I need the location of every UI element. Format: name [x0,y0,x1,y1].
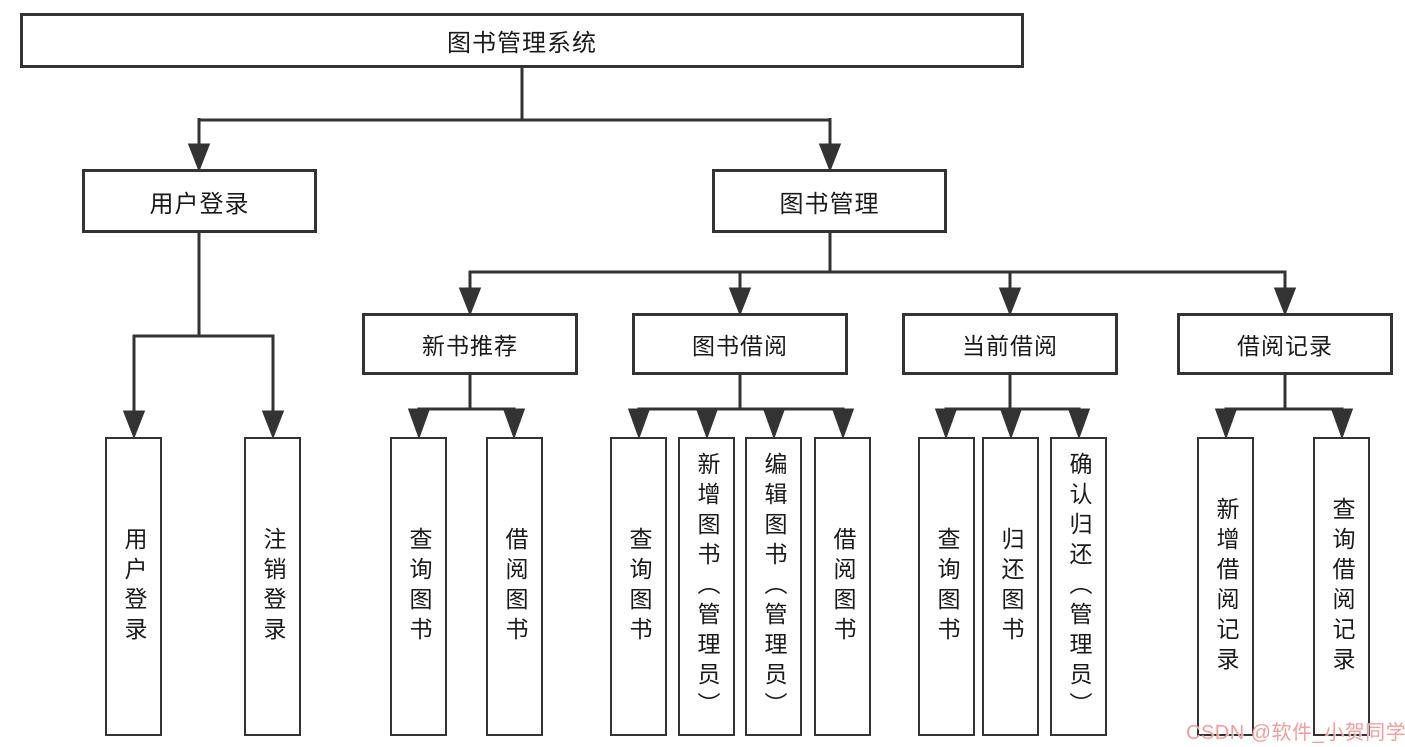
node-book-borrow: 图书借阅 [632,313,848,375]
leaf-logout: 注销登录 [244,437,301,736]
node-label: 新书推荐 [422,333,518,359]
arrow-down-icon [831,408,855,440]
leaf-label: 用户登录 [121,526,147,647]
arrow-down-icon [695,408,719,440]
leaf-label: 归还图书 [998,526,1024,647]
leaf-query-borrow-record: 查询借阅记录 [1313,437,1370,736]
leaf-label: 借阅图书 [502,526,528,647]
leaf-user-login: 用户登录 [105,437,162,736]
leaf-query-books-1: 查询图书 [390,437,447,736]
node-current-borrow: 当前借阅 [902,313,1118,375]
node-label: 借阅记录 [1237,333,1333,359]
arrow-down-icon [934,408,958,440]
leaf-query-books-3: 查询图书 [918,437,975,736]
arrow-down-icon [1273,287,1297,317]
arrow-down-icon [818,143,842,173]
node-new-book-recommend: 新书推荐 [362,313,578,375]
leaf-edit-books-admin: 编辑图书（管理员） [745,437,802,736]
leaf-label: 查询借阅记录 [1329,496,1355,677]
leaf-query-books-2: 查询图书 [610,437,667,736]
arrow-down-icon [458,287,482,317]
arrow-down-icon [1067,408,1091,440]
arrow-down-icon [407,408,431,440]
leaf-label: 新增借阅记录 [1213,496,1239,677]
leaf-label: 查询图书 [626,526,652,647]
node-label: 图书借阅 [692,333,788,359]
leaf-borrow-books-1: 借阅图书 [486,437,543,736]
node-user-login: 用户登录 [82,169,317,233]
arrow-down-icon [187,143,211,173]
leaf-confirm-return-admin: 确认归还（管理员） [1050,437,1107,736]
node-label: 用户登录 [149,190,250,218]
node-root: 图书管理系统 [20,13,1024,68]
leaf-label: 编辑图书（管理员） [761,451,787,722]
leaf-label: 查询图书 [406,526,432,647]
arrow-down-icon [122,410,146,440]
node-root-label: 图书管理系统 [447,30,597,57]
arrow-down-icon [762,408,786,440]
leaf-label: 确认归还（管理员） [1066,451,1092,722]
leaf-return-books: 归还图书 [982,437,1039,736]
arrow-down-icon [261,410,285,440]
leaf-label: 新增图书（管理员） [694,451,720,722]
leaf-label: 借阅图书 [830,526,856,647]
arrow-down-icon [999,408,1023,440]
leaf-label: 注销登录 [260,526,286,647]
node-borrow-records: 借阅记录 [1177,313,1393,375]
leaf-label: 查询图书 [934,526,960,647]
arrow-down-icon [627,408,651,440]
node-book-management: 图书管理 [712,169,947,233]
leaf-add-books-admin: 新增图书（管理员） [678,437,735,736]
csdn-watermark: CSDN @软件_小贺同学 [1186,722,1405,744]
node-label: 当前借阅 [962,333,1058,359]
node-label: 图书管理 [779,190,880,218]
leaf-add-borrow-record: 新增借阅记录 [1197,437,1254,736]
arrow-down-icon [502,408,526,440]
arrow-down-icon [1214,408,1238,440]
arrow-down-icon [728,287,752,317]
arrow-down-icon [998,287,1022,317]
arrow-down-icon [1330,408,1354,440]
leaf-borrow-books-2: 借阅图书 [814,437,871,736]
